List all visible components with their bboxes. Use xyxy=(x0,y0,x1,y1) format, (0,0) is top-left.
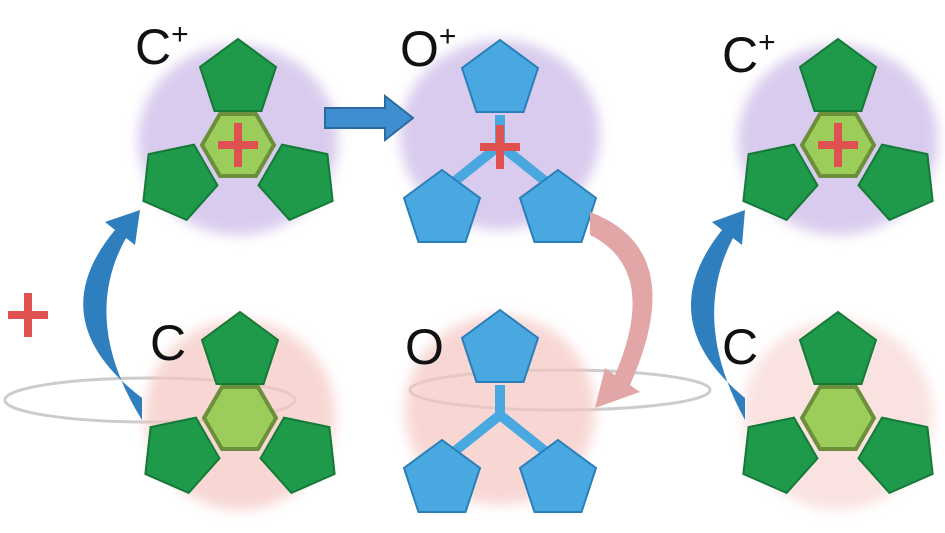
label-c-plus-right: C+ xyxy=(722,26,776,83)
transfer-arrow-icon xyxy=(324,93,415,143)
curved-arrow-up-right-icon xyxy=(690,210,745,420)
label-c-left: C xyxy=(150,315,187,371)
positive-charge-icon xyxy=(8,293,48,337)
label-c-right: C xyxy=(722,319,759,375)
curved-arrow-up-left-icon xyxy=(83,210,142,420)
label-c-plus-left: C+ xyxy=(135,18,189,75)
curved-arrow-down-icon xyxy=(590,212,653,408)
label-o-plus: O+ xyxy=(400,20,457,77)
label-o: O xyxy=(405,319,444,375)
